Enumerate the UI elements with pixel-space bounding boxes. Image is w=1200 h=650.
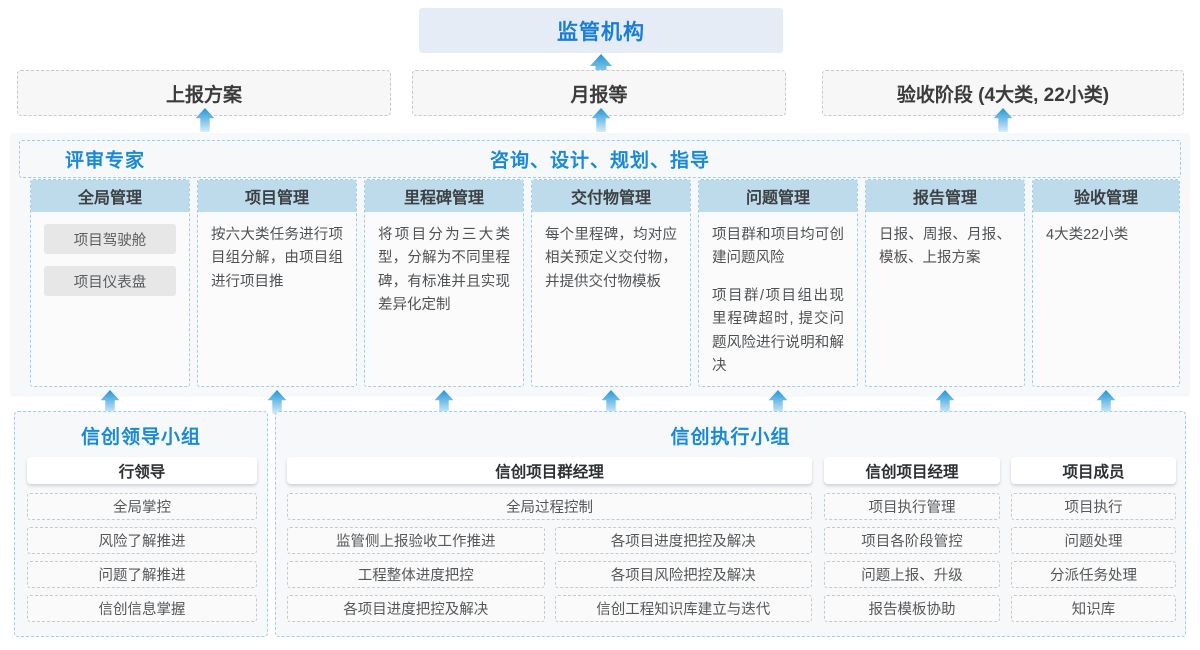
program-manager-item[interactable]: 信创工程知识库建立与迭代 xyxy=(554,595,812,622)
mgmt-paragraph: 项目群和项目均可创建问题风险 xyxy=(712,227,844,267)
leader-group-panel: 信创领导小组 行领导 全局掌控风险了解推进问题了解推进信创信息掌握 xyxy=(14,411,268,637)
project-manager-item[interactable]: 项目执行管理 xyxy=(824,493,1000,520)
program-manager-column: 信创项目群经理 全局过程控制 监管侧上报验收工作推进工程整体进度把控各项目进度把… xyxy=(287,457,812,629)
member-item[interactable]: 问题处理 xyxy=(1011,527,1176,554)
leader-role-item[interactable]: 问题了解推进 xyxy=(27,561,257,588)
mgmt-paragraph: 将项目分为三大类型，分解为不同里程碑，有标准并且实现差异化定制 xyxy=(378,227,510,314)
member-item[interactable]: 项目执行 xyxy=(1011,493,1176,520)
project-manager-role-head: 信创项目经理 xyxy=(824,457,1000,484)
arrow-up-icon-to-acceptance xyxy=(992,108,1014,132)
mgmt-column-body: 日报、周报、月报、模板、上报方案 xyxy=(866,212,1024,271)
mgmt-paragraph: 项目群/项目组出现里程碑超时, 提交问题风险进行说明和解决 xyxy=(712,287,844,375)
mgmt-column-title: 项目管理 xyxy=(198,180,356,212)
mgmt-column-title: 报告管理 xyxy=(866,180,1024,212)
mgmt-column-body: 将项目分为三大类型，分解为不同里程碑，有标准并且实现差异化定制 xyxy=(365,212,523,318)
program-manager-item[interactable]: 各项目进度把控及解决 xyxy=(554,527,812,554)
mgmt-column-title: 里程碑管理 xyxy=(365,180,523,212)
mgmt-paragraph: 按六大类任务进行项目组分解，由项目组进行项目推 xyxy=(211,227,343,290)
leader-role-head: 行领导 xyxy=(27,457,257,484)
arrow-up-icon-group-to-mgmt xyxy=(99,390,121,414)
project-manager-item[interactable]: 项目各阶段管控 xyxy=(824,527,1000,554)
arrow-up-icon-group-to-mgmt xyxy=(1095,390,1117,414)
mgmt-column: 全局管理项目驾驶舱项目仪表盘 xyxy=(30,179,190,387)
expert-band: 评审专家 咨询、设计、规划、指导 全局管理项目驾驶舱项目仪表盘项目管理按六大类任… xyxy=(10,133,1190,397)
leader-role-item[interactable]: 风险了解推进 xyxy=(27,527,257,554)
program-manager-item[interactable]: 工程整体进度把控 xyxy=(287,561,545,588)
mgmt-column-body: 按六大类任务进行项目组分解，由项目组进行项目推 xyxy=(198,212,356,294)
mgmt-column-body: 4大类22小类 xyxy=(1033,212,1179,247)
leader-group-title: 信创领导小组 xyxy=(80,427,201,448)
program-manager-subgrid: 监管侧上报验收工作推进工程整体进度把控各项目进度把控及解决 各项目进度把控及解决… xyxy=(287,527,812,629)
project-manager-item[interactable]: 报告模板协助 xyxy=(824,595,1000,622)
expert-band-center-label: 咨询、设计、规划、指导 xyxy=(489,150,710,172)
mgmt-pill-list: 项目驾驶舱项目仪表盘 xyxy=(31,212,189,296)
mgmt-column: 里程碑管理将项目分为三大类型，分解为不同里程碑，有标准并且实现差异化定制 xyxy=(364,179,524,387)
program-manager-global-item: 全局过程控制 xyxy=(287,493,812,520)
expert-band-header: 评审专家 咨询、设计、规划、指导 xyxy=(19,140,1181,178)
leader-role-item[interactable]: 全局掌控 xyxy=(27,493,257,520)
mgmt-paragraph: 日报、周报、月报、模板、上报方案 xyxy=(879,227,1011,267)
program-manager-item[interactable]: 各项目进度把控及解决 xyxy=(287,595,545,622)
arrow-up-icon-group-to-mgmt xyxy=(600,390,622,414)
mgmt-column-title: 全局管理 xyxy=(31,180,189,212)
regulator-box: 监管机构 xyxy=(419,8,783,53)
arrow-up-icon-to-plan xyxy=(194,108,216,132)
mgmt-pill-item[interactable]: 项目驾驶舱 xyxy=(44,224,176,254)
program-manager-item[interactable]: 监管侧上报验收工作推进 xyxy=(287,527,545,554)
member-item[interactable]: 知识库 xyxy=(1011,595,1176,622)
project-manager-column: 信创项目经理 项目执行管理项目各阶段管控问题上报、升级报告模板协助 xyxy=(824,457,1000,629)
mgmt-column: 验收管理 4大类22小类 xyxy=(1032,179,1180,387)
mgmt-column-title: 验收管理 xyxy=(1033,180,1179,212)
mgmt-column-title: 问题管理 xyxy=(699,180,857,212)
leader-role-item[interactable]: 信创信息掌握 xyxy=(27,595,257,622)
arrow-up-icon-to-monthly xyxy=(590,108,612,132)
mgmt-column-body: 项目群和项目均可创建问题风险项目群/项目组出现里程碑超时, 提交问题风险进行说明… xyxy=(699,212,857,379)
exec-group-title: 信创执行小组 xyxy=(670,427,791,448)
arrow-up-icon-group-to-mgmt xyxy=(433,390,455,414)
expert-band-left-label: 评审专家 xyxy=(65,150,146,172)
project-manager-item[interactable]: 问题上报、升级 xyxy=(824,561,1000,588)
mgmt-paragraph: 4大类22小类 xyxy=(1046,227,1129,243)
arrow-up-icon-group-to-mgmt xyxy=(934,390,956,414)
exec-group-panel: 信创执行小组 信创项目群经理 全局过程控制 监管侧上报验收工作推进工程整体进度把… xyxy=(275,411,1186,637)
mgmt-column: 项目管理按六大类任务进行项目组分解，由项目组进行项目推 xyxy=(197,179,357,387)
member-column: 项目成员 项目执行问题处理分派任务处理知识库 xyxy=(1011,457,1176,629)
program-manager-role-head: 信创项目群经理 xyxy=(287,457,812,484)
mgmt-column: 交付物管理每个里程碑，均对应相关预定义交付物，并提供交付物模板 xyxy=(531,179,691,387)
mgmt-column: 报告管理日报、周报、月报、模板、上报方案 xyxy=(865,179,1025,387)
member-role-head: 项目成员 xyxy=(1011,457,1176,484)
mgmt-paragraph: 每个里程碑，均对应相关预定义交付物，并提供交付物模板 xyxy=(545,227,677,290)
mgmt-pill-item[interactable]: 项目仪表盘 xyxy=(44,266,176,296)
mgmt-column: 问题管理项目群和项目均可创建问题风险项目群/项目组出现里程碑超时, 提交问题风险… xyxy=(698,179,858,387)
submission-box-monthly: 月报等 xyxy=(412,70,786,116)
arrow-up-icon-group-to-mgmt xyxy=(767,390,789,414)
arrow-up-icon-group-to-mgmt xyxy=(266,390,288,414)
program-manager-item[interactable]: 各项目风险把控及解决 xyxy=(554,561,812,588)
member-item[interactable]: 分派任务处理 xyxy=(1011,561,1176,588)
mgmt-column-title: 交付物管理 xyxy=(532,180,690,212)
leader-role-column: 行领导 全局掌控风险了解推进问题了解推进信创信息掌握 xyxy=(27,457,257,629)
mgmt-column-body: 每个里程碑，均对应相关预定义交付物，并提供交付物模板 xyxy=(532,212,690,294)
